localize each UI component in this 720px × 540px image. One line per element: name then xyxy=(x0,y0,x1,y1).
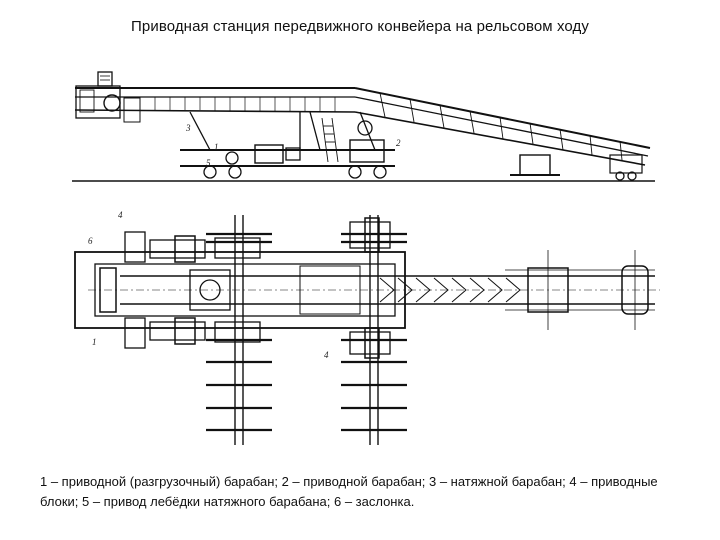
side-callout-2: 2 xyxy=(396,138,401,148)
side-callout-5: 5 xyxy=(206,158,211,168)
wheel xyxy=(228,165,242,179)
side-callout-3: 3 xyxy=(185,123,191,133)
support-car xyxy=(519,154,551,176)
plan-view xyxy=(74,215,660,445)
figure-title: Приводная станция передвижного конвейера… xyxy=(131,18,589,35)
plan-callout-6: 6 xyxy=(88,236,93,246)
rail-track-left xyxy=(234,215,244,445)
drive-block xyxy=(124,231,146,263)
plan-callout-4-top: 4 xyxy=(118,210,123,220)
side-elevation-view xyxy=(72,71,655,182)
drive-unit-2 xyxy=(349,139,385,163)
wheel xyxy=(373,165,387,179)
head-pulley xyxy=(103,94,121,112)
plan-callout-1: 1 xyxy=(92,337,97,347)
figure-caption: 1 – приводной (разгрузочный) барабан; 2 … xyxy=(40,474,658,509)
drive-block xyxy=(124,317,146,349)
wheel xyxy=(203,165,217,179)
wheel xyxy=(348,165,362,179)
drive-unit-1 xyxy=(254,144,284,164)
side-callout-1: 1 xyxy=(214,142,219,152)
rail-sleepers xyxy=(206,232,407,432)
plan-callout-4-bottom: 4 xyxy=(324,350,329,360)
rail-track-right xyxy=(369,215,379,445)
plan-head-pulley xyxy=(99,267,117,313)
